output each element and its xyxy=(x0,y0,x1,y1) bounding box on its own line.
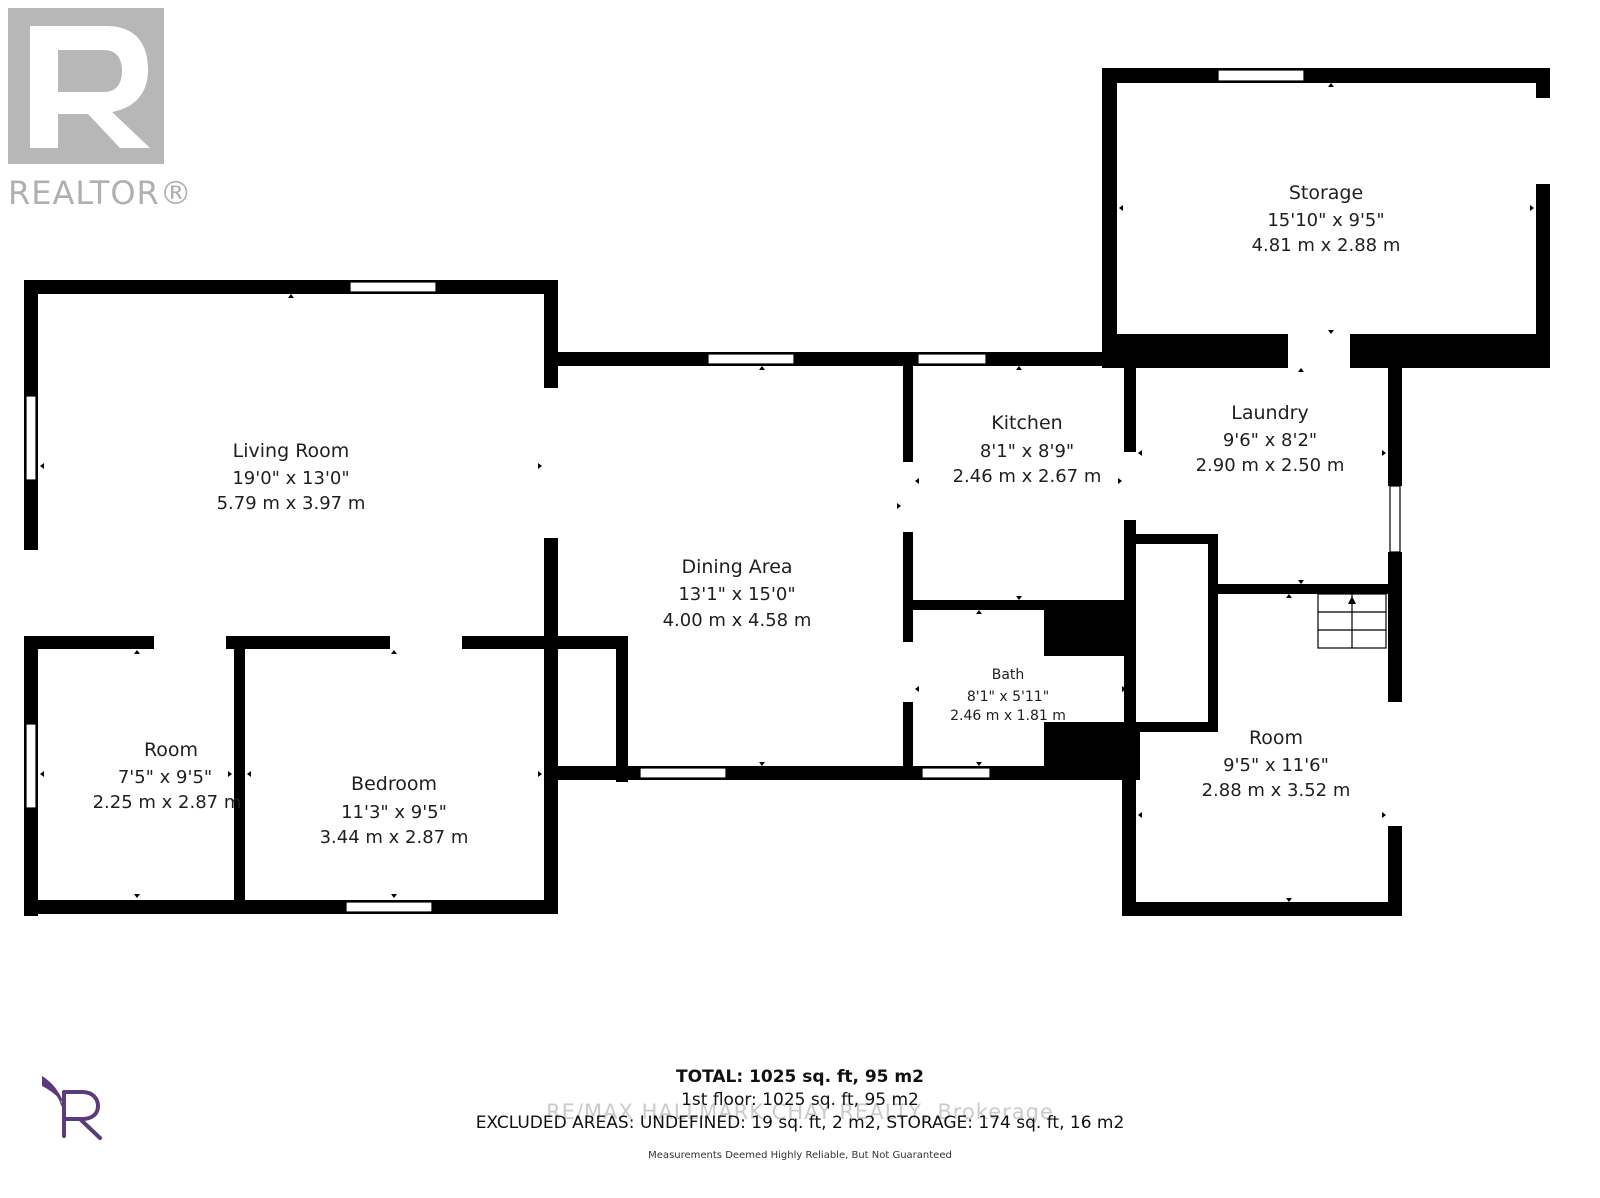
room-name: Dining Area xyxy=(681,556,792,578)
room-name: Room xyxy=(1249,727,1303,749)
room-right: Room 9'5" x 11'6" 2.88 m x 3.52 m xyxy=(1202,727,1351,801)
room-size-imperial: 7'5" x 9'5" xyxy=(118,767,212,788)
disclaimer: Measurements Deemed Highly Reliable, But… xyxy=(648,1150,952,1161)
room-name: Storage xyxy=(1289,182,1363,204)
room-bath: Bath 8'1" x 5'11" 2.46 m x 1.81 m xyxy=(950,667,1066,724)
room-size-imperial: 8'1" x 5'11" xyxy=(967,689,1049,705)
room-size-metric: 5.79 m x 3.97 m xyxy=(217,493,366,514)
floor-plan: Living Room 19'0" x 13'0" 5.79 m x 3.97 … xyxy=(24,68,1550,916)
room-size-metric: 3.44 m x 2.87 m xyxy=(320,827,469,848)
realtor-r-mark-icon xyxy=(8,8,164,164)
windows xyxy=(25,69,1401,913)
room-size-metric: 4.81 m x 2.88 m xyxy=(1252,235,1401,256)
room-storage: Storage 15'10" x 9'5" 4.81 m x 2.88 m xyxy=(1252,182,1401,256)
room-size-metric: 2.46 m x 2.67 m xyxy=(953,466,1102,487)
room-kitchen: Kitchen 8'1" x 8'9" 2.46 m x 2.67 m xyxy=(953,412,1102,487)
dimension-markers xyxy=(40,83,1534,902)
room-size-imperial: 11'3" x 9'5" xyxy=(341,802,447,823)
room-small-left: Room 7'5" x 9'5" 2.25 m x 2.87 m xyxy=(93,739,242,813)
room-laundry: Laundry 9'6" x 8'2" 2.90 m x 2.50 m xyxy=(1196,402,1345,476)
brokerage-logo-icon xyxy=(38,1074,110,1144)
room-dining: Dining Area 13'1" x 15'0" 4.00 m x 4.58 … xyxy=(663,556,812,631)
room-size-imperial: 19'0" x 13'0" xyxy=(232,468,349,489)
excluded-areas: EXCLUDED AREAS: UNDEFINED: 19 sq. ft, 2 … xyxy=(475,1113,1125,1133)
room-size-metric: 2.90 m x 2.50 m xyxy=(1196,455,1345,476)
room-size-metric: 2.88 m x 3.52 m xyxy=(1202,780,1351,801)
room-size-metric: 2.46 m x 1.81 m xyxy=(950,708,1066,724)
room-size-imperial: 8'1" x 8'9" xyxy=(980,441,1074,462)
room-size-imperial: 9'6" x 8'2" xyxy=(1223,430,1317,451)
room-name: Laundry xyxy=(1231,402,1308,424)
room-size-metric: 4.00 m x 4.58 m xyxy=(663,610,812,631)
floor-area: 1st floor: 1025 sq. ft, 95 m2 xyxy=(681,1090,919,1110)
room-size-imperial: 15'10" x 9'5" xyxy=(1267,210,1384,231)
room-size-imperial: 13'1" x 15'0" xyxy=(678,584,795,605)
room-living: Living Room 19'0" x 13'0" 5.79 m x 3.97 … xyxy=(217,440,366,514)
area-summary: TOTAL: 1025 sq. ft, 95 m2 1st floor: 102… xyxy=(0,1066,1600,1135)
total-area: TOTAL: 1025 sq. ft, 95 m2 xyxy=(676,1067,924,1087)
realtor-logo: REALTOR® xyxy=(8,8,192,218)
realtor-wordmark: REALTOR® xyxy=(8,174,193,212)
room-name: Bedroom xyxy=(351,773,437,795)
room-name: Living Room xyxy=(233,440,350,462)
room-name: Kitchen xyxy=(991,412,1062,434)
room-name: Room xyxy=(144,739,198,761)
room-bedroom: Bedroom 11'3" x 9'5" 3.44 m x 2.87 m xyxy=(320,773,469,848)
stairs xyxy=(1317,593,1387,649)
room-name: Bath xyxy=(992,667,1025,683)
room-size-metric: 2.25 m x 2.87 m xyxy=(93,792,242,813)
room-size-imperial: 9'5" x 11'6" xyxy=(1223,755,1329,776)
brokerage-watermark: RE/MAX HALLMARK CHAY REALTY, Brokerage xyxy=(546,1100,1054,1124)
